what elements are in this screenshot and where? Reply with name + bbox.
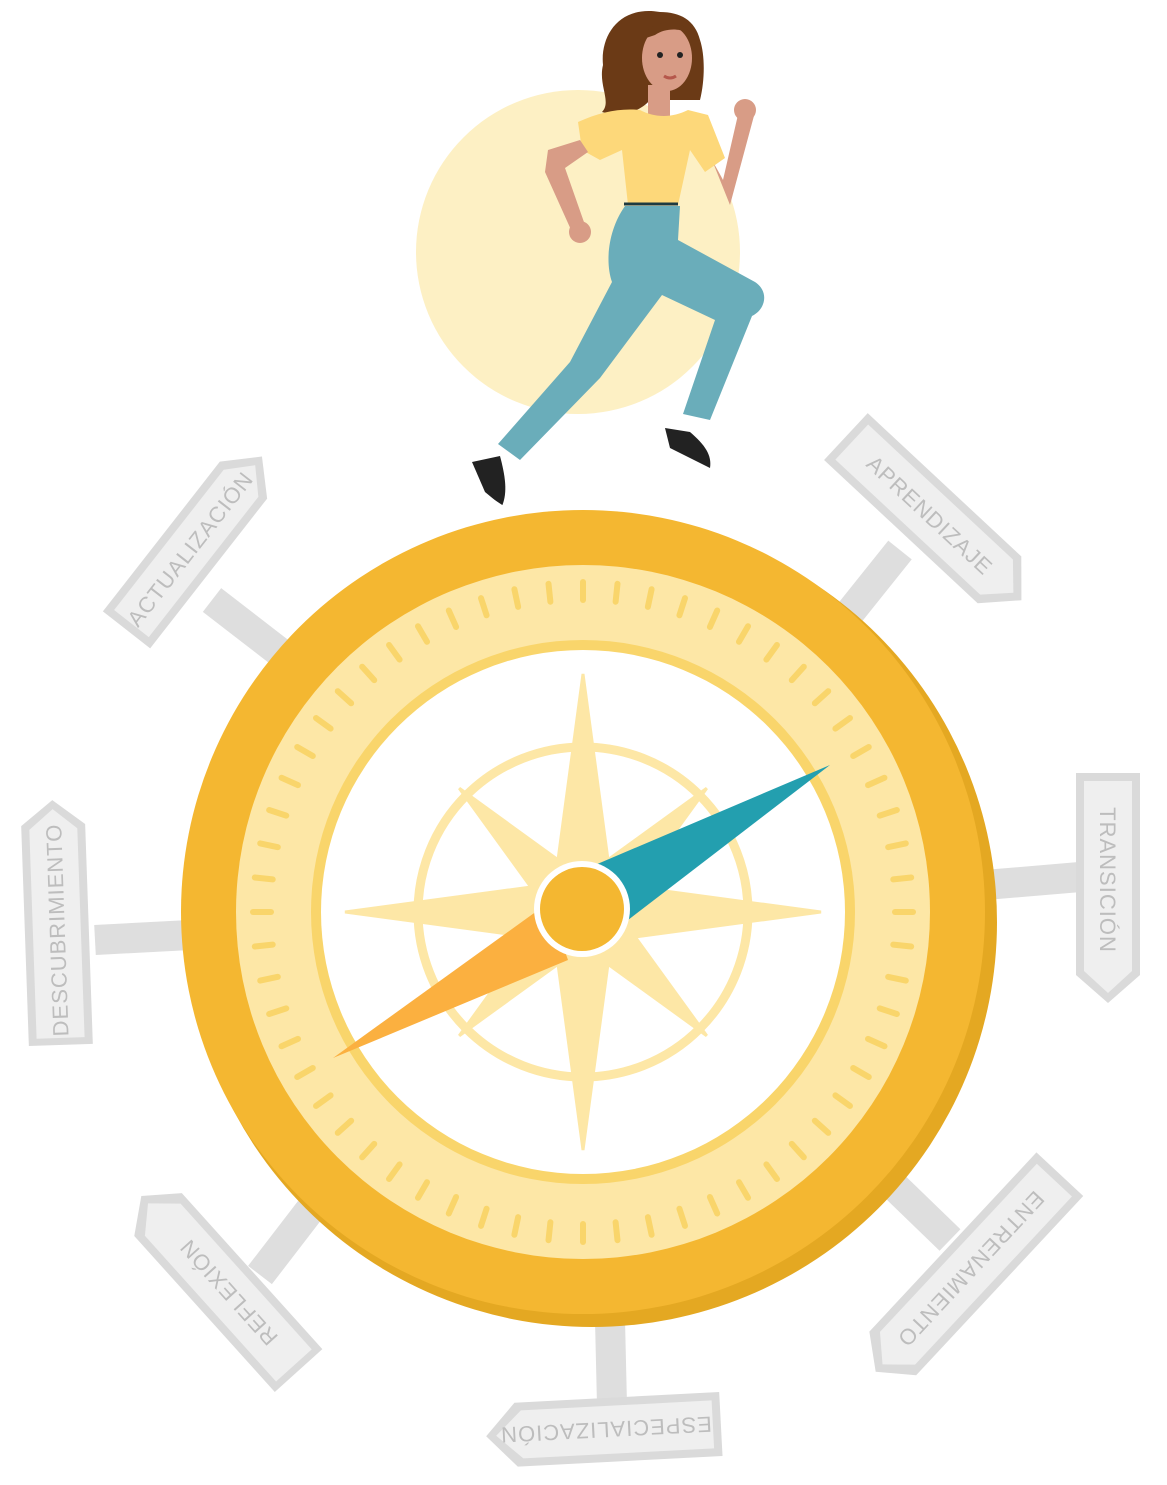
tick-mark (648, 589, 652, 607)
compass (181, 510, 997, 1327)
tick-mark (888, 977, 906, 981)
tick-mark (255, 945, 273, 947)
sign-reflexion: REFLEXIÓN (118, 1175, 323, 1392)
tick-mark (255, 878, 273, 880)
tick-mark (893, 878, 911, 880)
tick-mark (514, 589, 518, 607)
tick-mark (260, 843, 278, 847)
sign-label-transicion: TRANSICIÓN (1095, 807, 1120, 953)
tick-mark (549, 1222, 551, 1240)
tick-mark (648, 1217, 652, 1235)
tick-mark (888, 843, 906, 847)
tick-mark (514, 1217, 518, 1235)
tick-mark (260, 977, 278, 981)
tick-mark (549, 584, 551, 602)
sign-especializacion: ESPECIALIZACIÓN (484, 1392, 722, 1468)
tick-mark (893, 945, 911, 947)
back-shoe (665, 428, 710, 468)
tick-mark (616, 584, 618, 602)
sign-descubrimiento: DESCUBRIMIENTO (20, 799, 93, 1046)
sign-transicion: TRANSICIÓN (1076, 773, 1140, 1003)
tick-mark (616, 1222, 618, 1240)
